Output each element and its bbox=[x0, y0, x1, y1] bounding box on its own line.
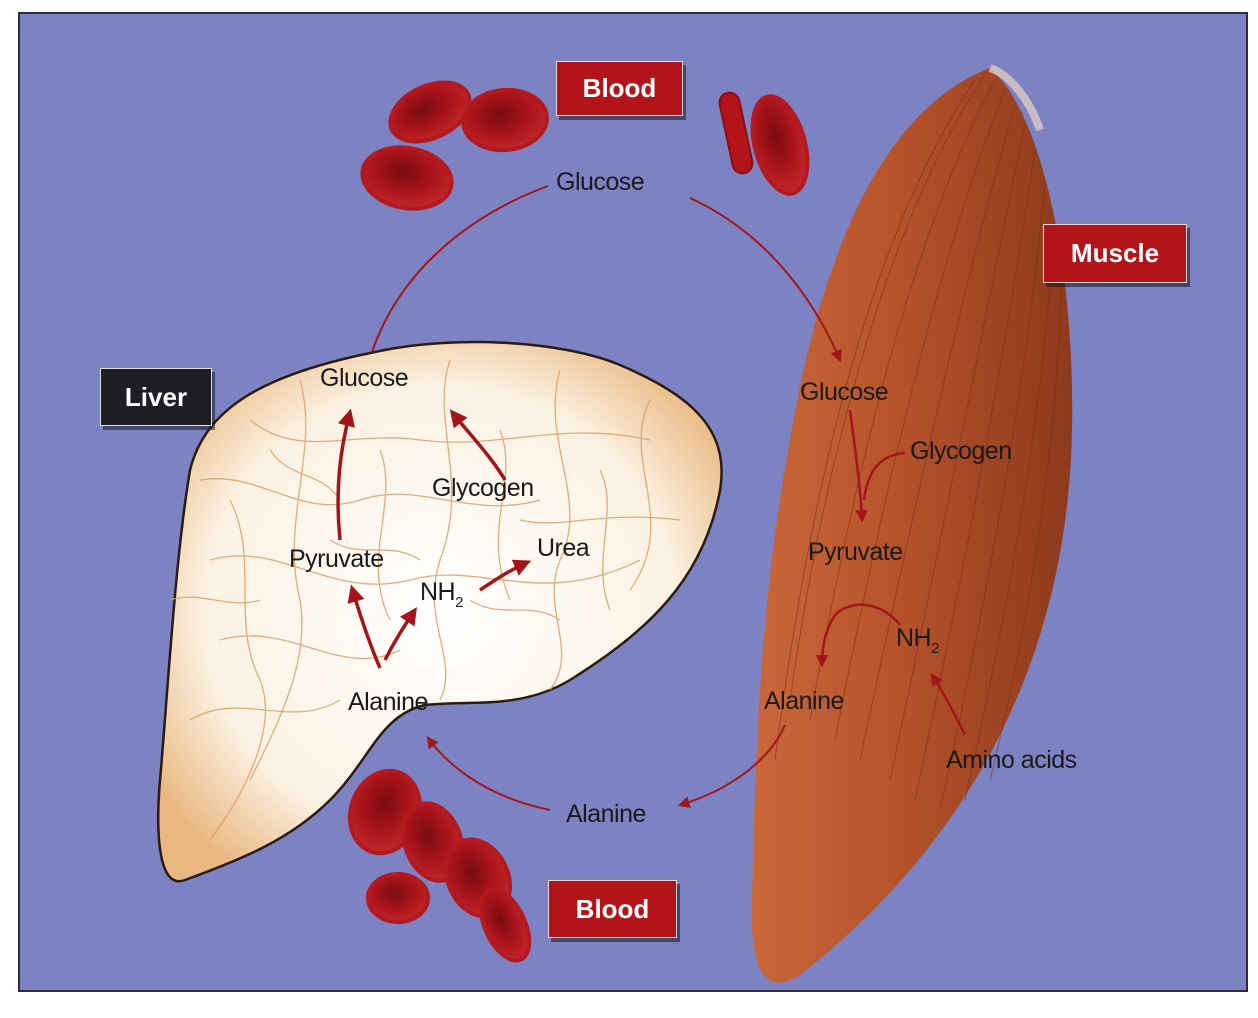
muscle-glucose-label: Glucose bbox=[800, 378, 888, 407]
muscle-nh2-label: NH2 bbox=[896, 624, 939, 653]
liver-glycogen-label: Glycogen bbox=[432, 474, 534, 503]
liver-urea-label: Urea bbox=[537, 534, 589, 563]
blood-glucose-label: Glucose bbox=[556, 168, 644, 197]
muscle-shape bbox=[752, 68, 1072, 983]
muscle-pyruvate-label: Pyruvate bbox=[808, 538, 903, 567]
muscle-alanine-label: Alanine bbox=[764, 687, 844, 716]
liver-alanine-label: Alanine bbox=[348, 688, 428, 717]
red-blood-cells-bottom bbox=[339, 761, 540, 968]
muscle-amino-acids-label: Amino acids bbox=[946, 746, 1077, 775]
liver-tag: Liver bbox=[100, 368, 212, 426]
blood-tag-bottom: Blood bbox=[548, 880, 677, 938]
liver-glucose-label: Glucose bbox=[320, 364, 408, 393]
muscle-tag: Muscle bbox=[1043, 224, 1187, 283]
liver-nh2-label: NH2 bbox=[420, 578, 463, 607]
liver-pyruvate-label: Pyruvate bbox=[289, 545, 384, 574]
muscle-glycogen-label: Glycogen bbox=[910, 437, 1012, 466]
blood-alanine-label: Alanine bbox=[566, 800, 646, 829]
liver-nh-text: NH bbox=[420, 578, 455, 606]
muscle-nh-subscript: 2 bbox=[931, 640, 939, 657]
liver-nh-subscript: 2 bbox=[455, 594, 463, 611]
muscle-nh-text: NH bbox=[896, 624, 931, 652]
blood-tag-top: Blood bbox=[556, 61, 683, 116]
